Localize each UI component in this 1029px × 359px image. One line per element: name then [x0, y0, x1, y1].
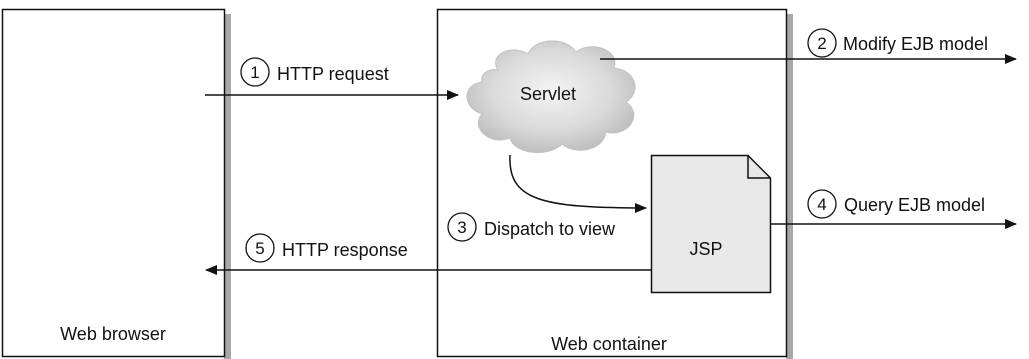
step-4-circle [807, 189, 837, 219]
web-container-label: Web container [551, 334, 667, 354]
svg-text:1: 1 [250, 63, 259, 82]
step-5-label: 5 HTTP response [245, 233, 408, 263]
svg-text:Query EJB model: Query EJB model [844, 195, 985, 215]
svg-text:Dispatch to view: Dispatch to view [484, 219, 616, 239]
step-3-label: 3 Dispatch to view [447, 212, 616, 242]
svg-text:Modify EJB model: Modify EJB model [843, 34, 988, 54]
web-browser-box: Web browser [1, 8, 231, 359]
step-1-label: 1 HTTP request [240, 57, 389, 87]
web-browser-label: Web browser [60, 324, 166, 344]
svg-text:3: 3 [457, 218, 466, 237]
servlet-label: Servlet [520, 84, 576, 104]
step-5-circle [245, 233, 275, 263]
jsp-document: JSP [650, 154, 772, 294]
jsp-label: JSP [689, 239, 722, 259]
svg-text:HTTP request: HTTP request [277, 64, 389, 84]
svg-text:5: 5 [255, 239, 264, 258]
svg-text:2: 2 [817, 34, 826, 53]
step-2-label: 2 Modify EJB model [807, 28, 988, 58]
servlet-cloud: Servlet [466, 40, 636, 154]
svg-text:HTTP response: HTTP response [282, 240, 408, 260]
svg-text:4: 4 [817, 195, 826, 214]
step-3-circle [447, 212, 477, 242]
step-4-label: 4 Query EJB model [807, 189, 985, 219]
step-2-circle [807, 28, 837, 58]
dispatch-arrow [509, 154, 647, 213]
step-1-circle [240, 57, 270, 87]
